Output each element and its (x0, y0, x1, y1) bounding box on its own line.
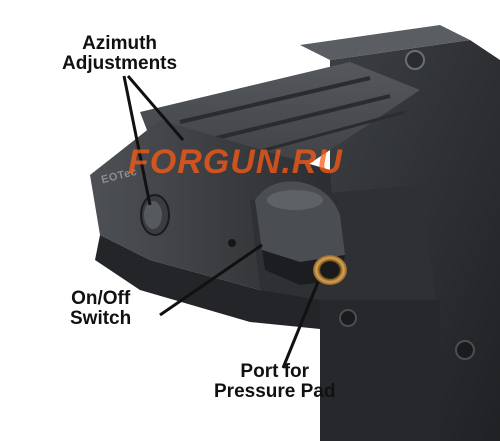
top-knob (405, 50, 425, 70)
lower-block-face (320, 300, 440, 441)
rail-groove (179, 76, 371, 124)
azimuth-leader (122, 75, 152, 206)
port-callout-line2: Pressure Pad (214, 381, 336, 402)
onoff-callout: On/Off Switch (70, 289, 131, 329)
switch-ridge (267, 190, 323, 210)
block-screw (455, 340, 475, 360)
port-leader (281, 281, 320, 369)
pressure-pad-port (313, 255, 347, 285)
onoff-callout-line2: Switch (70, 308, 132, 329)
azimuth-screw-face (144, 201, 162, 229)
rail-groove (199, 94, 391, 144)
azimuth-callout: Azimuth Adjustments (62, 34, 177, 74)
watermark: FORGUN.RU (128, 143, 343, 181)
azimuth-callout-line2: Adjustments (62, 53, 178, 74)
port-callout-line1: Port for (240, 361, 310, 382)
body-hole (228, 239, 236, 247)
hood-top (300, 25, 470, 60)
port-callout: Port for Pressure Pad (214, 362, 335, 402)
azimuth-callout-line1: Azimuth (82, 33, 157, 54)
azimuth-leader (126, 75, 185, 141)
onoff-callout-line1: On/Off (71, 288, 131, 309)
block-screw (339, 309, 357, 327)
onoff-leader (159, 243, 263, 317)
battery-lower (95, 235, 340, 330)
